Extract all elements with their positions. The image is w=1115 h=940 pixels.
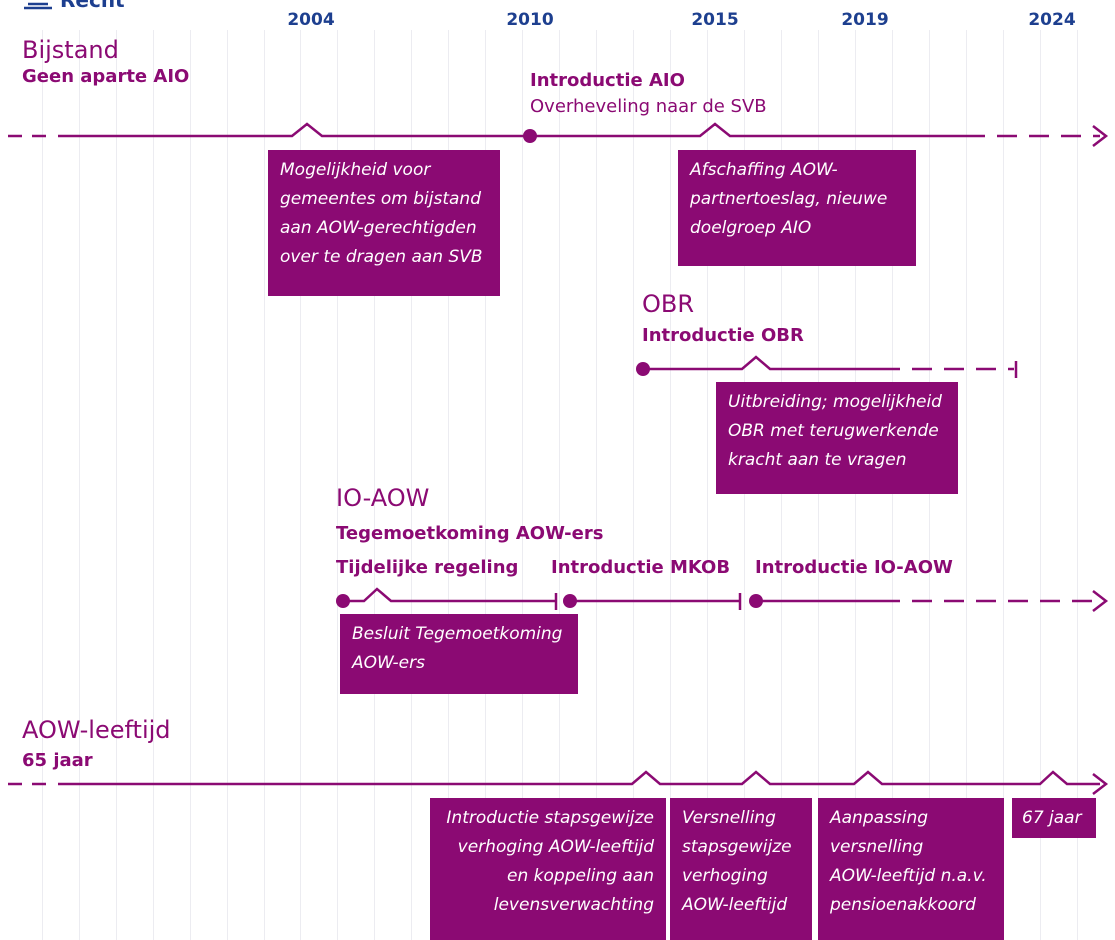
note-line: levensverwachting	[493, 895, 654, 915]
obr-intro-label: Introductie OBR	[642, 325, 804, 346]
bijstand-arrow	[1092, 125, 1109, 147]
grid-line	[633, 30, 634, 940]
note-line: Besluit Tegemoetkoming	[352, 624, 563, 644]
note-aow-aanpassing: Aanpassing versnelling AOW-leeftijd n.a.…	[818, 798, 1004, 940]
aio-label: Introductie AIO	[530, 70, 685, 91]
grid-line	[1077, 30, 1078, 940]
note-line: Mogelijkheid voor	[280, 160, 431, 180]
ioaow-line-1	[343, 587, 556, 603]
grid-line	[966, 30, 967, 940]
grid-line	[670, 30, 671, 940]
note-2015-partnertoeslag: Afschaffing AOW- partnertoeslag, nieuwe …	[678, 150, 916, 266]
note-line: AOW-leeftijd	[682, 895, 788, 915]
aow-title: AOW-leeftijd	[22, 716, 171, 744]
ioaow-label-1: Tegemoetkoming AOW-ers	[336, 523, 604, 544]
scale-icon	[24, 2, 52, 10]
obr-title: OBR	[642, 290, 695, 318]
ioaow-arrow	[1092, 590, 1109, 612]
ioaow-label-2: Tijdelijke regeling	[336, 557, 519, 578]
grid-line	[116, 30, 117, 940]
grid-line	[264, 30, 265, 940]
note-line: versnelling	[830, 837, 924, 857]
note-aow-introductie: Introductie stapsgewijze verhoging AOW-l…	[430, 798, 666, 940]
grid-line	[79, 30, 80, 940]
note-line: verhoging AOW-leeftijd	[457, 837, 654, 857]
note-line: Introductie stapsgewijze	[446, 808, 654, 828]
grid-line	[42, 30, 43, 940]
ioaow-dot	[336, 594, 350, 608]
note-line: en koppeling aan	[507, 866, 654, 886]
note-line: pensioenakkoord	[830, 895, 976, 915]
grid-line	[300, 30, 301, 940]
bijstand-line	[58, 122, 965, 138]
note-line: Aanpassing	[830, 808, 929, 828]
bijstand-title: Bijstand	[22, 36, 119, 64]
grid-line	[153, 30, 154, 940]
note-line: 67 jaar	[1022, 808, 1082, 828]
note-line: Versnelling	[682, 808, 776, 828]
note-ioaow: Besluit Tegemoetkoming AOW-ers	[340, 614, 578, 694]
aow-initial-label: 65 jaar	[22, 750, 93, 771]
note-line: over te dragen aan SVB	[280, 247, 483, 267]
note-line: OBR met terugwerkende	[728, 421, 939, 441]
note-line: AOW-leeftijd n.a.v.	[830, 866, 987, 886]
note-line: aan AOW-gerechtigden	[280, 218, 477, 238]
grid-line	[485, 30, 486, 940]
mkob-label: Introductie MKOB	[551, 557, 731, 578]
grid-line	[448, 30, 449, 940]
note-line: Afschaffing AOW-	[690, 160, 838, 180]
ioaow-title: IO-AOW	[336, 484, 430, 512]
grid-line	[522, 30, 523, 940]
year-label: 2004	[287, 10, 335, 30]
grid-line	[1003, 30, 1004, 940]
note-line: AOW-ers	[352, 653, 425, 673]
aio-sub-label: Overheveling naar de SVB	[530, 96, 767, 117]
grid-line	[227, 30, 228, 940]
note-aow-67: 67 jaar	[1012, 798, 1096, 838]
grid-line	[411, 30, 412, 940]
year-label: 2019	[841, 10, 889, 30]
note-obr: Uitbreiding; mogelijkheid OBR met terugw…	[716, 382, 958, 494]
note-line: stapsgewijze	[682, 837, 792, 857]
note-line: gemeentes om bijstand	[280, 189, 481, 209]
note-line: kracht aan te vragen	[728, 450, 907, 470]
note-line: verhoging	[682, 866, 768, 886]
note-line: Uitbreiding; mogelijkheid	[728, 392, 942, 412]
year-label: 2010	[506, 10, 554, 30]
mkob-dot	[563, 594, 577, 608]
aio-dot	[523, 129, 537, 143]
aow-line	[58, 770, 1100, 786]
aow-arrow	[1092, 773, 1109, 795]
note-line: partnertoeslag, nieuwe	[690, 189, 888, 209]
ioaow-intro-label: Introductie IO-AOW	[755, 557, 953, 578]
grid-line	[374, 30, 375, 940]
ioaow-intro-dot	[749, 594, 763, 608]
grid-line	[190, 30, 191, 940]
year-label: 2015	[691, 10, 739, 30]
obr-dot	[636, 362, 650, 376]
grid-line	[596, 30, 597, 940]
bijstand-initial-label: Geen aparte AIO	[22, 66, 190, 87]
grid-line	[1040, 30, 1041, 940]
grid-line	[337, 30, 338, 940]
note-line: doelgroep AIO	[690, 218, 812, 238]
header-title: Recht	[60, 0, 125, 12]
year-label: 2024	[1028, 10, 1076, 30]
grid-line	[707, 30, 708, 940]
note-aow-versnelling: Versnelling stapsgewijze verhoging AOW-l…	[670, 798, 812, 940]
note-2004: Mogelijkheid voor gemeentes om bijstand …	[268, 150, 500, 296]
grid-line	[559, 30, 560, 940]
obr-line	[643, 355, 880, 371]
